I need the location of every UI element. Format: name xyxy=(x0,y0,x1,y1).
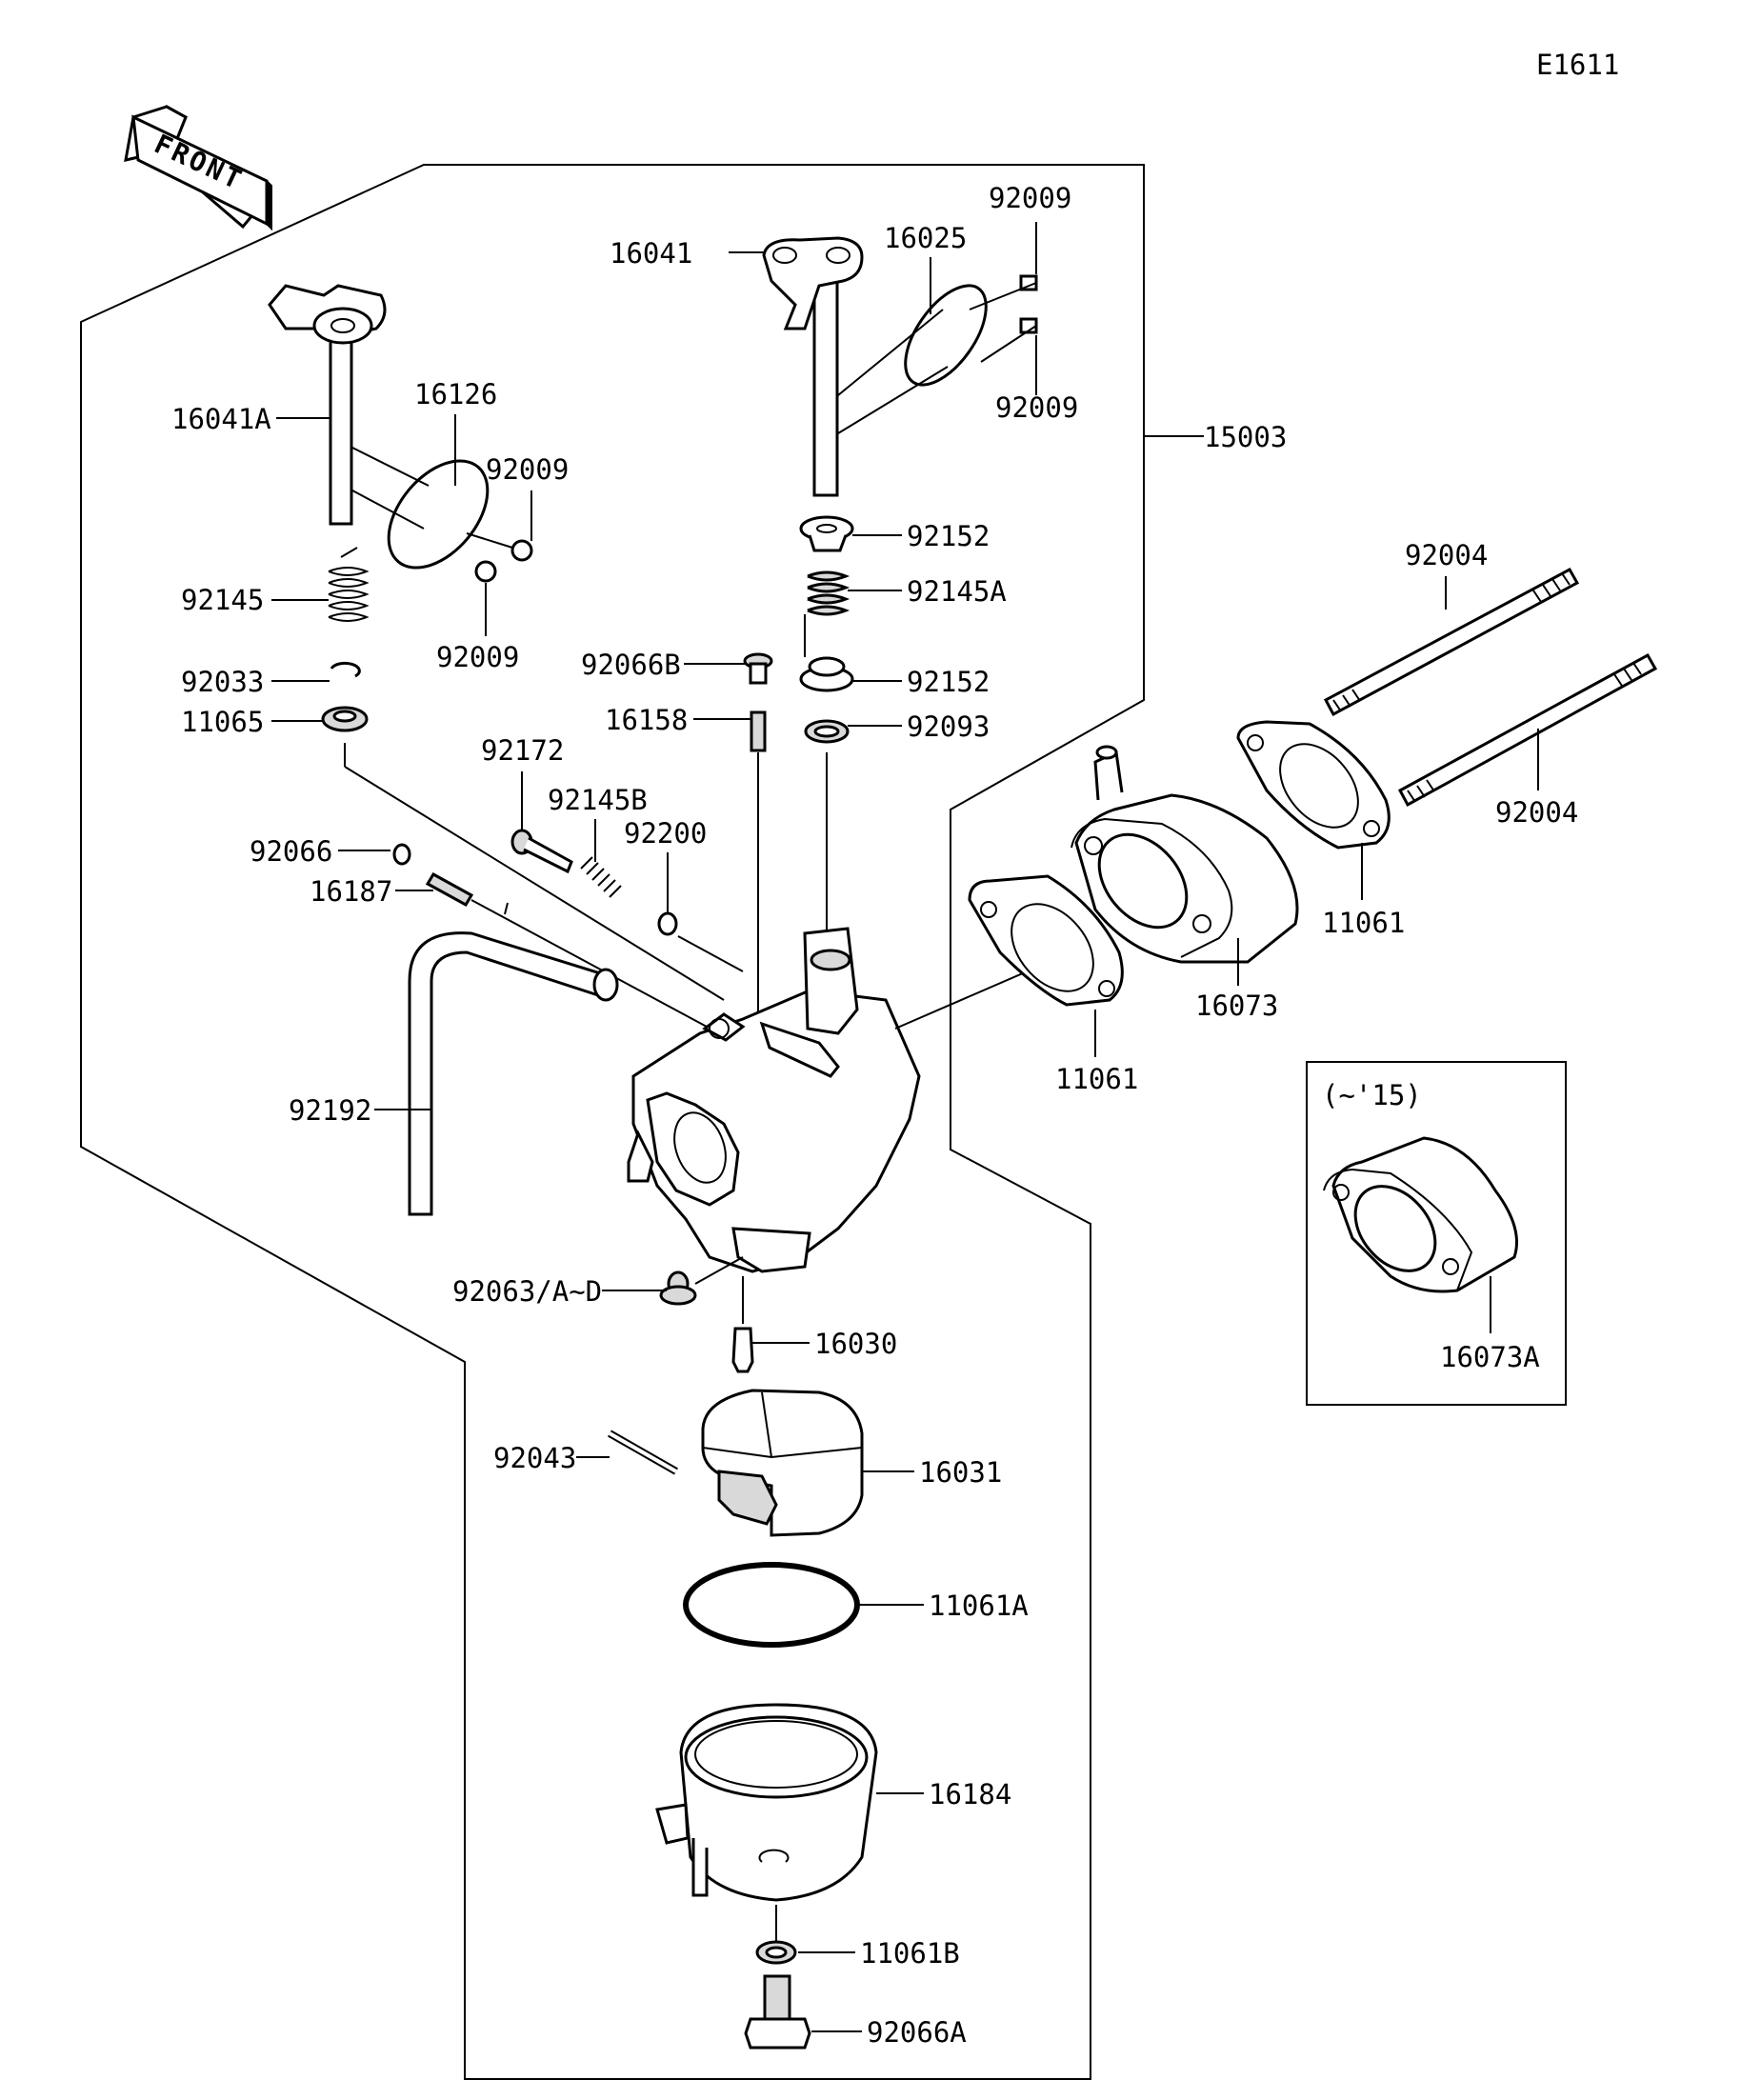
part-label-16041: 16041 xyxy=(610,237,692,270)
screw-part xyxy=(743,652,773,685)
bowl-gasket-part xyxy=(683,1562,860,1648)
screw-part xyxy=(969,274,1038,310)
part-label-92145B: 92145B xyxy=(548,784,648,816)
part-label-92009: 92009 xyxy=(436,641,519,673)
screw-part xyxy=(474,560,497,583)
part-label-11061: 11061 xyxy=(1322,907,1405,939)
part-label-15003: 15003 xyxy=(1204,421,1287,453)
seal-part xyxy=(321,706,369,732)
bushing-part xyxy=(799,515,854,552)
part-label-16025: 16025 xyxy=(884,222,967,254)
choke-lever-part xyxy=(268,284,387,526)
part-label-16041A: 16041A xyxy=(171,403,271,435)
float-needle-part xyxy=(731,1276,754,1373)
screw-part xyxy=(659,1270,697,1306)
spring-part xyxy=(328,547,370,622)
assembly-boundary xyxy=(80,164,1145,2080)
screw-part xyxy=(466,532,533,562)
o-ring-part xyxy=(392,843,411,866)
inset-box xyxy=(1306,1061,1567,1406)
choke-valve-plate xyxy=(387,459,490,570)
part-label-92145A: 92145A xyxy=(907,575,1007,608)
screw-part xyxy=(510,829,573,874)
insulator-spacer-part xyxy=(1071,745,1299,964)
part-label-92066A: 92066A xyxy=(867,2016,967,2049)
part-label-16184: 16184 xyxy=(929,1778,1011,1810)
part-label-92009: 92009 xyxy=(995,391,1078,424)
float-part xyxy=(701,1389,864,1537)
part-label-92093: 92093 xyxy=(907,710,990,743)
part-label-16031: 16031 xyxy=(919,1456,1002,1489)
spring-part xyxy=(804,570,850,657)
part-label-16030: 16030 xyxy=(814,1328,897,1360)
part-label-11061: 11061 xyxy=(1055,1063,1138,1095)
part-label-16187: 16187 xyxy=(310,875,392,908)
part-label-92009: 92009 xyxy=(486,453,569,486)
part-label-92200: 92200 xyxy=(624,817,707,850)
part-label-92066B: 92066B xyxy=(581,649,681,681)
part-label-11061B: 11061B xyxy=(860,1937,960,1970)
part-label-92004: 92004 xyxy=(1405,539,1488,571)
diagram-code: E1611 xyxy=(1536,49,1619,81)
part-label-16073: 16073 xyxy=(1195,990,1278,1022)
part-label-92066: 92066 xyxy=(250,835,332,868)
part-label-11065: 11065 xyxy=(181,706,264,738)
part-label-92192: 92192 xyxy=(289,1094,371,1127)
gasket-part xyxy=(968,874,1124,1007)
part-label-92145: 92145 xyxy=(181,584,264,616)
o-ring-part xyxy=(804,719,850,744)
part-label-92009: 92009 xyxy=(989,182,1071,214)
washer-part xyxy=(755,1940,797,1965)
part-label-16126: 16126 xyxy=(414,378,497,410)
drain-bolt-part xyxy=(744,1974,811,2050)
part-label-92033: 92033 xyxy=(181,666,264,698)
carburetor-body-part xyxy=(627,927,921,1273)
part-label-92043: 92043 xyxy=(493,1442,576,1474)
tube-end xyxy=(592,968,619,1002)
leader-lines xyxy=(271,222,1539,2032)
throttle-valve-plate xyxy=(904,284,988,387)
stud-bolt-part xyxy=(1397,652,1658,808)
part-label-16158: 16158 xyxy=(605,704,688,736)
front-arrow-icon: FRONT xyxy=(124,105,272,231)
inset-spacer-part xyxy=(1323,1136,1518,1293)
float-bowl-part xyxy=(655,1703,878,1902)
pin-part xyxy=(608,1430,678,1475)
gasket-part xyxy=(1236,720,1391,850)
part-label-16073A: 16073A xyxy=(1440,1341,1540,1373)
spring-part xyxy=(580,856,622,898)
part-label-92172: 92172 xyxy=(481,734,564,767)
screw-part xyxy=(980,317,1038,363)
washer-part xyxy=(657,911,678,936)
fuel-tube-part xyxy=(408,931,612,1216)
stud-bolt-part xyxy=(1323,567,1580,717)
screw-part xyxy=(425,871,720,1034)
part-label-92152: 92152 xyxy=(907,666,990,698)
inset-note: (~'15) xyxy=(1322,1079,1422,1111)
clip-part xyxy=(330,661,361,678)
jet-part xyxy=(750,710,767,752)
part-labels: 16041 16025 92009 92009 15003 16041A 161… xyxy=(171,182,1578,2049)
part-label-92152: 92152 xyxy=(907,520,990,552)
part-label-11061A: 11061A xyxy=(929,1590,1029,1622)
part-label-92063: 92063/A~D xyxy=(452,1275,602,1308)
bushing-part xyxy=(799,656,854,692)
part-label-92004: 92004 xyxy=(1495,796,1578,829)
throttle-lever-part xyxy=(762,236,864,497)
